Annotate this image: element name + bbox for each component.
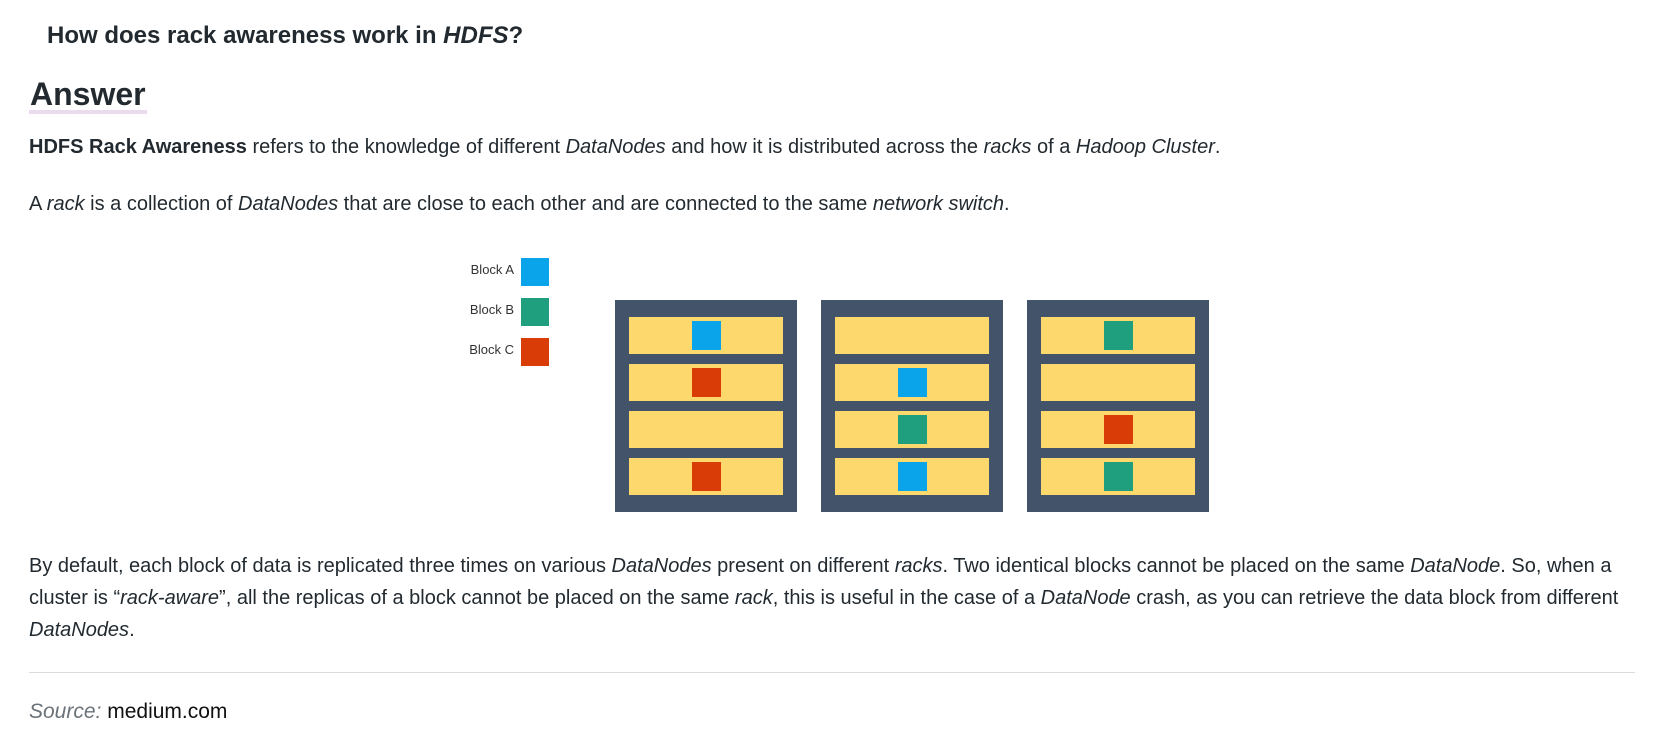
text: . Two identical blocks cannot be placed … — [942, 555, 1411, 577]
term-datanodes: DataNodes — [29, 619, 130, 641]
term-racks: racks — [894, 555, 943, 577]
paragraph-rack: A rack is a collection of DataNodes that… — [29, 188, 1635, 220]
divider — [29, 672, 1635, 673]
legend-swatch-block-b — [521, 298, 549, 326]
text: . So, when a cluster is “ — [29, 555, 1612, 609]
legend-swatch-block-c — [521, 338, 549, 366]
term-datanodes: DataNodes — [238, 193, 339, 215]
text: ”, all the replicas of a block cannot be… — [219, 587, 735, 609]
rack-diagram-svg: Block A Block B Block C — [469, 258, 1209, 512]
legend-label-block-c: Block C — [469, 342, 514, 357]
paragraph-replication: By default, each block of data is replic… — [29, 550, 1635, 646]
text: . — [129, 619, 135, 641]
block-block-c — [1104, 415, 1133, 444]
block-block-b — [1104, 462, 1133, 491]
term-datanodes: DataNodes — [611, 555, 712, 577]
text: . — [1214, 136, 1221, 158]
term-racks: racks — [983, 136, 1032, 158]
question-text: How does rack awareness work in — [47, 22, 444, 49]
term-hadoop-cluster: Hadoop Cluster — [1075, 136, 1215, 158]
block-block-c — [692, 462, 721, 491]
block-block-a — [898, 462, 927, 491]
question-heading: How does rack awareness work in HDFS? — [47, 20, 523, 52]
legend-label-block-a: Block A — [471, 262, 515, 277]
datanode-slot — [629, 411, 783, 448]
rack-awareness-diagram: Block A Block B Block C — [460, 248, 1220, 518]
datanode-slot — [1041, 364, 1195, 401]
source-line: Source: medium.com — [29, 697, 227, 727]
text: By default, each block of data is replic… — [29, 555, 612, 577]
text: refers to the knowledge of different — [246, 136, 566, 158]
legend-swatch-block-a — [521, 258, 549, 286]
term-hdfs-rack-awareness: HDFS Rack Awareness — [29, 136, 247, 158]
text: and how it is distributed across the — [665, 136, 984, 158]
text: A — [29, 193, 47, 215]
text: crash, as you can retrieve the data bloc… — [1130, 587, 1619, 609]
term-network-switch: network switch — [872, 193, 1005, 215]
block-block-b — [1104, 321, 1133, 350]
text: that are close to each other and are con… — [338, 193, 873, 215]
term-rack: rack — [734, 587, 773, 609]
term-datanodes: DataNodes — [565, 136, 666, 158]
block-block-b — [898, 415, 927, 444]
term-datanode: DataNode — [1410, 555, 1501, 577]
answer-title: Answer — [29, 74, 147, 114]
text: , this is useful in the case of a — [772, 587, 1041, 609]
text: is a collection of — [84, 193, 239, 215]
question-term: HDFS — [443, 22, 509, 49]
text: . — [1004, 193, 1010, 215]
text: of a — [1031, 136, 1076, 158]
term-rack: rack — [46, 193, 85, 215]
legend-label-block-b: Block B — [470, 302, 514, 317]
source-label: Source: — [29, 700, 102, 723]
block-block-c — [692, 368, 721, 397]
source-value: medium.com — [107, 700, 228, 723]
datanode-slot — [835, 317, 989, 354]
question-mark: ? — [508, 22, 524, 49]
term-rack-aware: rack-aware — [120, 587, 220, 609]
text: present on different — [711, 555, 895, 577]
term-datanode: DataNode — [1040, 587, 1131, 609]
paragraph-definition: HDFS Rack Awareness refers to the knowle… — [29, 131, 1635, 163]
block-block-a — [898, 368, 927, 397]
block-block-a — [692, 321, 721, 350]
